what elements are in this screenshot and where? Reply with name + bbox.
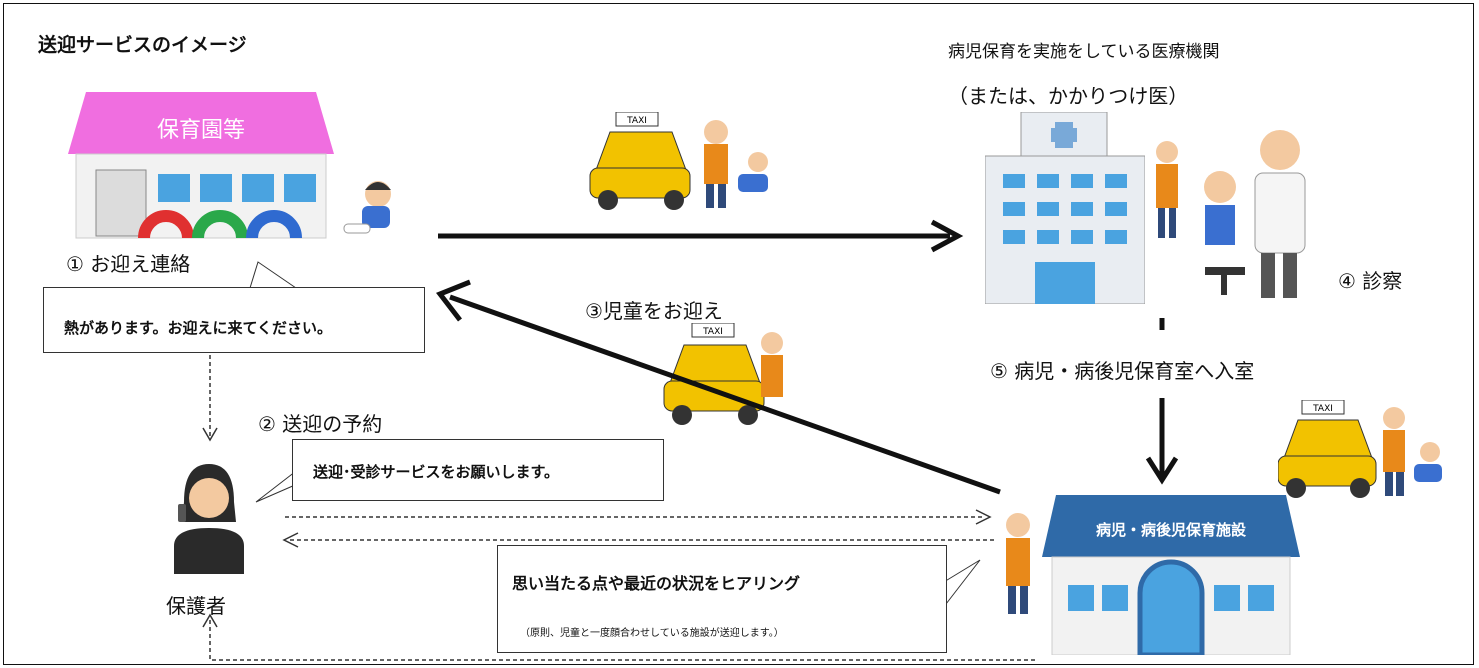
facility-building: 病児・病後児保育施設 — [1042, 495, 1300, 658]
taxi-sign-middle: TAXI — [702, 327, 723, 337]
reserve-bubble: 送迎･受診サービスをお願いします。 — [292, 439, 664, 501]
taxi-group-middle: TAXI — [663, 323, 783, 425]
arrow-return-guardian — [209, 618, 1035, 661]
staff-at-facility — [1006, 513, 1030, 614]
taxi-sign-top: TAXI — [626, 116, 647, 126]
sick-child-illustration — [343, 181, 391, 234]
taxi-group-top: TAXI — [589, 112, 768, 210]
guardian-illustration — [174, 464, 244, 574]
step-2-label: ② 送迎の予約 — [258, 412, 383, 436]
reserve-bubble-text: 送迎･受診サービスをお願いします。 — [313, 463, 560, 481]
arrow-to-hospital-head — [930, 219, 964, 253]
hearing-bubble-text: 思い当たる点や最近の状況をヒアリング — [512, 574, 801, 593]
doctor-examining — [1204, 130, 1306, 298]
step-4-label: ④ 診察 — [1338, 269, 1403, 293]
hearing-bubble: 思い当たる点や最近の状況をヒアリング （原則、児童と一度顔合わせしている施設が送… — [497, 545, 947, 653]
taxi-group-right: TAXI — [1278, 400, 1442, 498]
daycare-building: 保育園等 — [66, 92, 336, 242]
facility-sign: 病児・病後児保育施設 — [1095, 521, 1246, 539]
daycare-sign: 保育園等 — [156, 118, 245, 143]
hospital-alt-name: （または、かかりつけ医） — [948, 84, 1189, 108]
guardian-label: 保護者 — [166, 594, 226, 618]
daycare-illustration — [68, 92, 334, 239]
step-3-label: ③児童をお迎え — [585, 299, 723, 323]
arrow-pickup-child-head — [436, 279, 471, 322]
arrow-to-facility-head — [1145, 456, 1179, 485]
hearing-bubble-note: （原則、児童と一度顔合わせしている施設が送迎します。） — [520, 628, 784, 639]
facility-illustration — [1042, 495, 1300, 658]
diagram-frame — [3, 3, 1474, 665]
staff-at-hospital — [1156, 141, 1178, 238]
step-5-label: ⑤ 病児・病後児保育室へ入室 — [990, 359, 1255, 383]
hospital-name: 病児保育を実施をしている医療機関 — [948, 42, 1220, 62]
fever-bubble: 熱があります。お迎えに来てください。 — [43, 287, 425, 353]
taxi-sign-right: TAXI — [1312, 404, 1333, 414]
hospital-illustration — [985, 112, 1145, 304]
step-1-label: ① お迎え連絡 — [66, 252, 191, 276]
fever-bubble-text: 熱があります。お迎えに来てください。 — [64, 319, 333, 337]
arrow-pickup-child — [449, 294, 1001, 495]
diagram-title: 送迎サービスのイメージ — [38, 34, 247, 56]
